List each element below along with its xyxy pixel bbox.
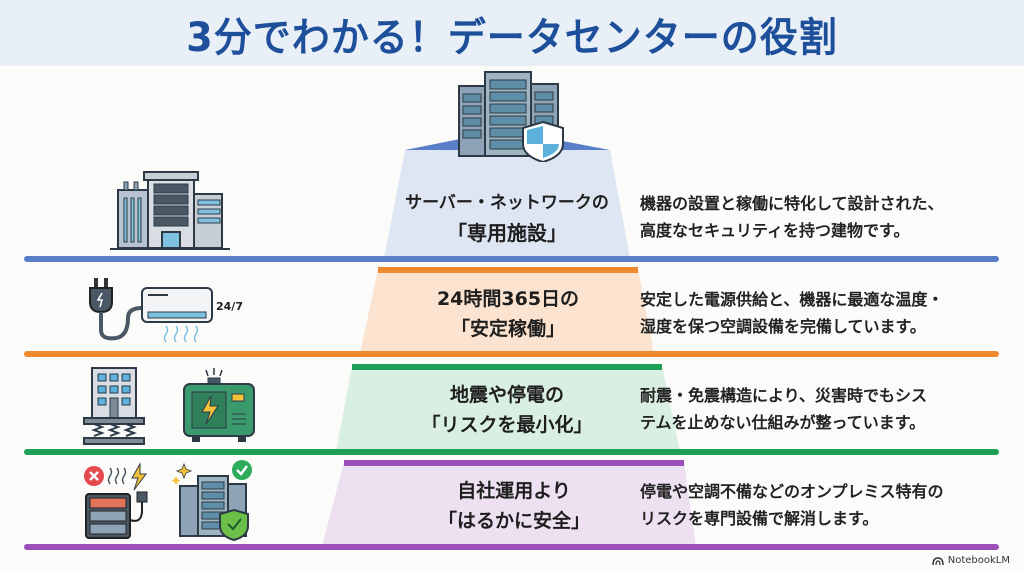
- header: 3分でわかる！データセンターの役割: [0, 0, 1024, 66]
- tier3-label-line1: 地震や停電の: [449, 384, 564, 406]
- plug-ac-graphic: [89, 278, 213, 343]
- pyramid-shape: [24, 130, 999, 550]
- tier4-label-line2: 「はるかに安全」: [437, 510, 590, 532]
- power-plug-air-conditioner-icon: 24/7: [88, 278, 268, 348]
- 24-7-text: 24/7: [216, 300, 243, 313]
- tier3-desc-line2: テムを止めない仕組みが整っています。: [640, 413, 926, 432]
- tier2-label-line1: 24時間365日の: [436, 288, 580, 310]
- tier1-label-line1: サーバー・ネットワークの: [405, 193, 609, 213]
- seismic-isolation-generator-icon: [83, 367, 255, 445]
- tier2-desc-line2: 湿度を保つ空調設備を完備しています。: [640, 317, 926, 336]
- page-title: 3分でわかる！データセンターの役割: [186, 13, 838, 60]
- pyramid-diagram: サーバー・ネットワークの 「専用施設」 機器の設置と稼働に特化して設計された、 …: [0, 66, 1024, 572]
- tier1-label-line2: 「専用施設」: [447, 221, 567, 245]
- tier4-label-line1: 自社運用より: [457, 480, 571, 502]
- tier4-description: 停電や空調不備などのオンプレミス特有の リスクを専門設備で解消します。: [640, 478, 944, 532]
- tier1-desc-line2: 高度なセキュリティを持つ建物です。: [640, 221, 910, 240]
- tier1-label: サーバー・ネットワークの 「専用施設」: [384, 188, 630, 248]
- tier1-bar: [24, 256, 999, 262]
- tier2-description: 安定した電源供給と、機器に最適な温度・ 湿度を保つ空調設備を完備しています。: [640, 286, 943, 340]
- tier4-desc-line2: リスクを専門設備で解消します。: [640, 509, 879, 528]
- onpremise-vs-datacenter-icon: [84, 460, 252, 542]
- tier4-bar: [24, 544, 999, 550]
- tier2-bar: [24, 351, 999, 357]
- tier3-bar: [24, 449, 999, 455]
- footer-brand: NotebookLM: [932, 555, 1010, 566]
- tier3-description: 耐震・免震構造により、災害時でもシス テムを止めない仕組みが整っています。: [640, 382, 927, 436]
- tier3-label: 地震や停電の 「リスクを最小化」: [352, 380, 662, 440]
- server-shield-icon: [458, 71, 564, 162]
- tier4-label: 自社運用より 「はるかに安全」: [344, 476, 684, 536]
- tier3-label-line2: 「リスクを最小化」: [421, 414, 593, 436]
- tier1-description: 機器の設置と稼働に特化して設計された、 高度なセキュリティを持つ建物です。: [640, 190, 944, 244]
- tier4-desc-line1: 停電や空調不備などのオンプレミス特有の: [640, 482, 944, 501]
- tier2-label-line2: 「安定稼働」: [450, 318, 565, 340]
- brand-name: NotebookLM: [947, 555, 1010, 566]
- notebooklm-logo-icon: [932, 556, 944, 565]
- tier2-label: 24時間365日の 「安定稼働」: [378, 284, 638, 344]
- tier1-desc-line1: 機器の設置と稼働に特化して設計された、: [640, 194, 944, 213]
- tier3-desc-line1: 耐震・免震構造により、災害時でもシス: [640, 386, 928, 405]
- tier2-desc-line1: 安定した電源供給と、機器に最適な温度・: [640, 290, 944, 309]
- datacenter-building-icon: [110, 171, 230, 250]
